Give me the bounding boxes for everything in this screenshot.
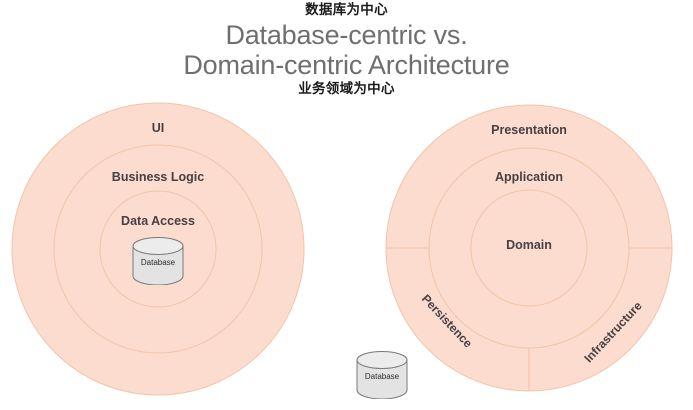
left-database-cylinder: Database [131,237,185,285]
left-database-label: Database [141,258,176,267]
right-database-cylinder: Database [355,351,409,399]
right-ring-inner-domain [470,189,588,307]
right-database-label: Database [365,372,400,381]
right-diagram-group [385,104,673,392]
